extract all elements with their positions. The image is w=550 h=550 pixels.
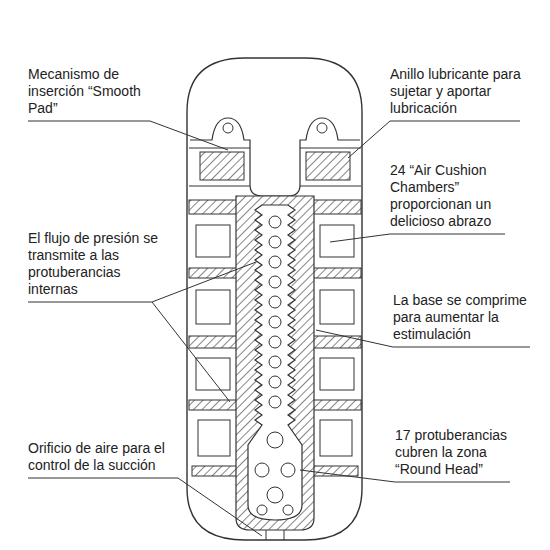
air-hole — [266, 530, 267, 540]
leader-line — [28, 121, 150, 122]
leader-line — [28, 302, 152, 303]
callout-label: El flujo de presión se transmite a las p… — [28, 230, 170, 298]
smooth-pad — [190, 118, 360, 196]
callout-label: 24 “Air Cushion Chambers” proporcionan u… — [390, 162, 525, 230]
air-chambers — [196, 225, 354, 456]
callout-label: 17 protuberancias cubren la zona “Round … — [395, 427, 535, 478]
lubricant-ring — [306, 152, 350, 180]
callout-label: Anillo lubricante para sujetar y aportar… — [390, 66, 546, 117]
leader-line — [152, 262, 256, 302]
leader-line — [28, 478, 178, 479]
leader-line — [348, 121, 390, 158]
leader-line — [316, 330, 393, 347]
leader-line — [395, 482, 510, 483]
leader-line — [178, 478, 262, 536]
lubricant-ring — [200, 152, 244, 180]
inner-sleeve — [236, 196, 314, 530]
air-hole — [284, 530, 285, 540]
leader-line — [152, 302, 230, 402]
callout-label: La base se comprime para aumentar la est… — [393, 292, 545, 343]
inner-bumps — [255, 216, 295, 515]
callout-label: Orificio de aire para el control de la s… — [28, 440, 200, 474]
leader-line — [390, 234, 505, 235]
leader-line — [150, 121, 228, 150]
outer-case — [187, 58, 362, 540]
leader-line — [300, 470, 395, 482]
leader-line — [390, 121, 520, 122]
leader-line — [330, 234, 390, 242]
callout-label: Mecanismo de inserción “Smooth Pad” — [28, 66, 158, 117]
leader-line — [393, 347, 530, 348]
